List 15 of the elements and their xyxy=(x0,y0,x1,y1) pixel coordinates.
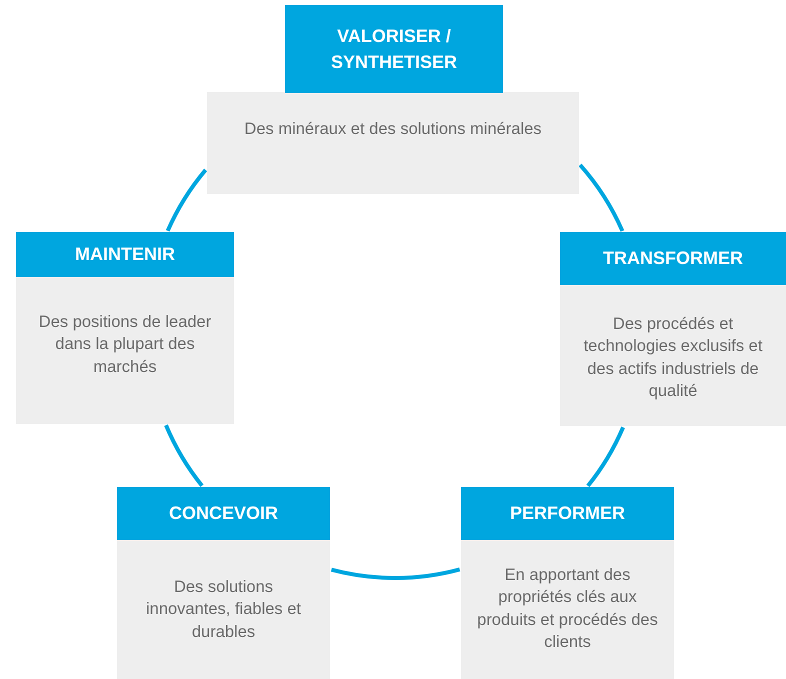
step-description: En apportant des propriétés clés aux produits et procédés des clients xyxy=(476,565,659,653)
step-heading: TRANSFORMER xyxy=(560,232,786,285)
connector-arc xyxy=(166,168,208,232)
step-heading: PERFORMER xyxy=(461,487,674,540)
step-heading: CONCEVOIR xyxy=(117,487,330,540)
step-description: Des positions de leader dans la plupart des marchés xyxy=(38,312,212,378)
step-heading: MAINTENIR xyxy=(16,232,234,277)
connector-arc xyxy=(578,164,624,232)
step-description: Des solutions innovantes, fiables et durables xyxy=(144,577,302,643)
connector-arc xyxy=(164,424,204,487)
connector-arc xyxy=(586,426,625,488)
step-description: Des procédés et technologies exclusifs et des actifs industriels de qualité xyxy=(582,314,764,402)
connector-arc xyxy=(331,567,460,580)
step-description: Des minéraux et des solutions minérales xyxy=(244,119,542,140)
step-heading: VALORISER / SYNTHETISER xyxy=(285,5,503,93)
